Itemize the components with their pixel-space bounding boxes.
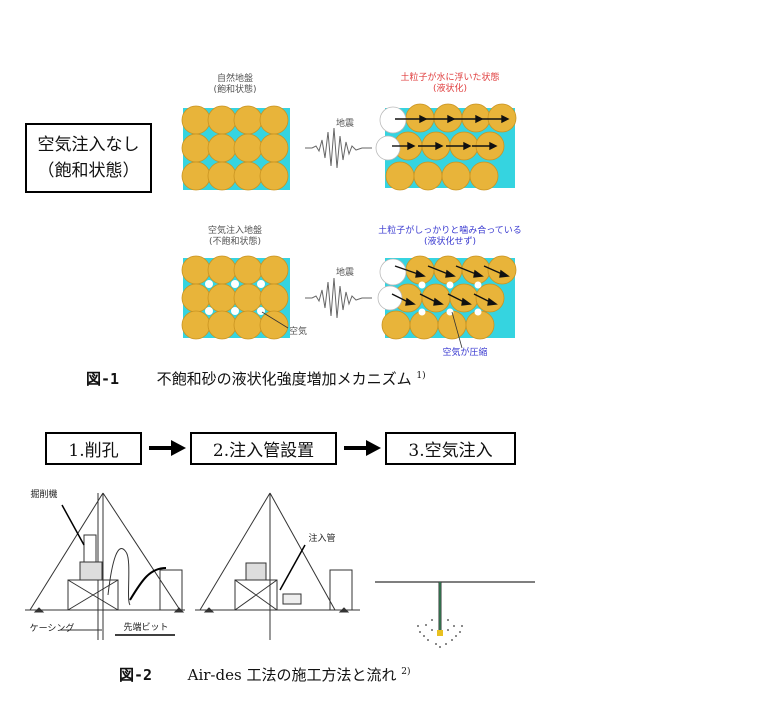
unsaturated-soil-diagram xyxy=(181,255,290,340)
top-quake-label: 地震 xyxy=(335,119,354,129)
step-air-injection-label: 3.空気注入 xyxy=(408,441,493,461)
bottom-right-title: 土粒子がしっかりと噛み合っている (液状化せず) xyxy=(378,226,522,247)
figure-2-number: 図-2 xyxy=(119,666,153,684)
top-right-title: 土粒子が水に浮いた状態 (液状化) xyxy=(400,73,500,94)
step-air-injection-box: 3.空気注入 xyxy=(385,432,516,465)
drill-bit-label: 先端ビット xyxy=(123,623,169,633)
figure-2-ref: 2) xyxy=(401,667,411,677)
air-compressed-label: 空気が圧縮 xyxy=(442,348,488,358)
no-air-injection-box: 空気注入なし （飽和状態） xyxy=(25,123,152,193)
no-air-injection-label: 空気注入なし xyxy=(37,135,140,155)
arrow-right-icon xyxy=(366,440,381,456)
drill-rig-label: 掘削機 xyxy=(30,490,58,500)
step-pipe-install-label: 2.注入管設置 xyxy=(212,441,315,461)
step-drilling-box: 1.削孔 xyxy=(45,432,142,465)
seismic-wave-bottom xyxy=(305,277,372,319)
arrow-right-icon xyxy=(171,440,186,456)
drilling-rig-1 xyxy=(25,492,185,640)
air-injection-diagram xyxy=(375,581,535,648)
top-left-title: 自然地盤 (飽和状態) xyxy=(213,74,257,95)
step-drilling-label: 1.削孔 xyxy=(68,441,119,461)
figure-1-number: 図-1 xyxy=(86,370,120,388)
bottom-quake-label: 地震 xyxy=(335,268,354,278)
figure-1-ref: 1) xyxy=(416,371,426,381)
figure-2-title: Air-des 工法の施工方法と流れ xyxy=(187,666,397,684)
casing-label: ケーシング xyxy=(29,624,75,634)
step-pipe-install-box: 2.注入管設置 xyxy=(190,432,337,465)
seismic-wave-top xyxy=(305,127,372,169)
figure-2-caption: 図-2 Air-des 工法の施工方法と流れ 2) xyxy=(119,664,410,685)
saturated-state-label: （飽和状態） xyxy=(37,161,140,181)
injection-pipe-label: 注入管 xyxy=(308,534,336,544)
air-label: 空気 xyxy=(288,327,307,337)
soil-mechanism-diagram xyxy=(181,103,517,349)
figure-1-title: 不飽和砂の液状化強度増加メカニズム xyxy=(156,370,412,388)
bottom-left-title: 空気注入地盤 (不飽和状態) xyxy=(207,226,262,247)
saturated-soil-diagram xyxy=(181,105,290,191)
drilling-rig-2 xyxy=(195,492,360,640)
figure-1-caption: 図-1 不飽和砂の液状化強度増加メカニズム 1) xyxy=(86,368,426,389)
interlocked-soil-diagram xyxy=(377,255,517,349)
liquefied-soil-diagram xyxy=(375,103,517,191)
